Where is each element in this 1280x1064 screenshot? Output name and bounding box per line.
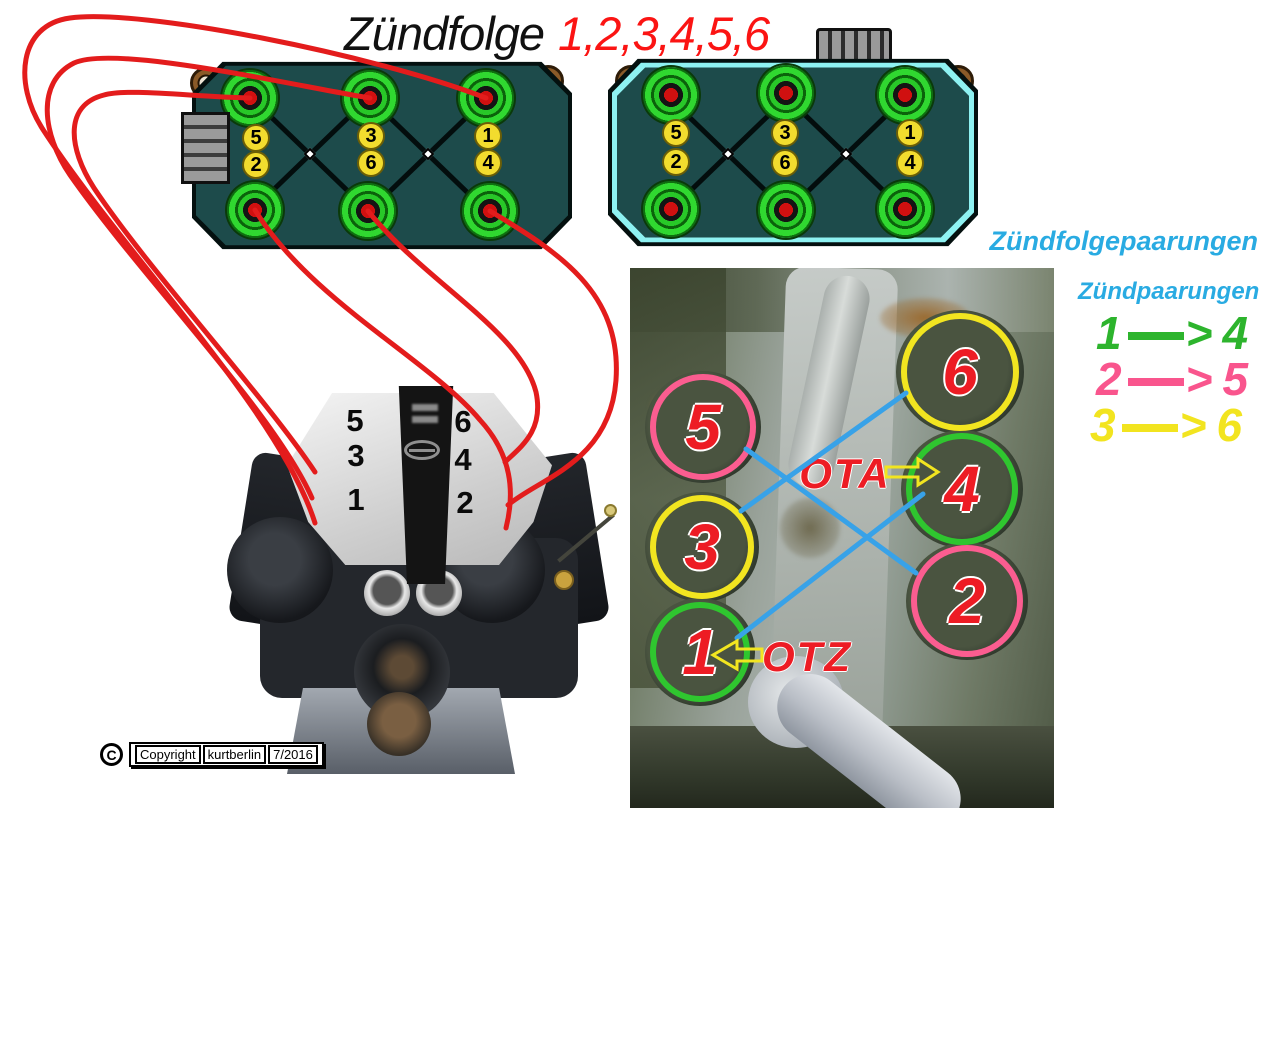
dipstick-handle	[604, 504, 617, 517]
sensor-fitting	[554, 570, 574, 590]
cylinder-marker-6: 6	[901, 313, 1019, 431]
title-word: Zündfolge	[344, 7, 545, 60]
cylinder-number-badge: 1	[474, 122, 502, 150]
spark-terminal	[340, 183, 396, 239]
copyright-word: Copyright	[135, 745, 201, 764]
pairing-arrow-head: >	[1185, 307, 1213, 359]
cylinder-number: 3	[684, 511, 720, 583]
crank-pulley-small	[367, 692, 431, 756]
cylinder-number-badge: 1	[896, 119, 924, 147]
cylinder-number-badge: 5	[242, 124, 270, 152]
pairing-row-1-4: 1 > 4	[1096, 310, 1248, 356]
cylinder-marker-5: 5	[650, 374, 756, 480]
copyright-date: 7/2016	[268, 745, 318, 764]
engine-badge	[412, 404, 438, 411]
cylinder-number-badge: 6	[357, 149, 385, 177]
coil-connector	[181, 112, 230, 184]
cylinder-number-badge: 3	[771, 119, 799, 147]
spark-terminal	[643, 67, 699, 123]
title-firing-order: 1,2,3,4,5,6	[558, 7, 770, 60]
spark-terminal	[227, 182, 283, 238]
cylinder-number-badge: 3	[357, 122, 385, 150]
pairing-from: 3	[1090, 399, 1116, 451]
spark-terminal	[643, 181, 699, 237]
spark-terminal	[458, 70, 514, 126]
heading-zuendpaarungen: Zündpaarungen	[1078, 278, 1260, 305]
engine-front-photo: 5 3 1 6 4 2	[227, 386, 617, 780]
pairing-to: 6	[1216, 399, 1243, 451]
pairing-arrow-head: >	[1185, 353, 1213, 405]
pairing-row-2-5: 2 > 5	[1096, 356, 1248, 402]
pairing-to: 4	[1222, 307, 1249, 359]
throttle-tube	[364, 570, 410, 616]
cylinder-marker-1: 1	[650, 602, 750, 702]
pairing-from: 2	[1096, 353, 1122, 405]
cylinder-number-badge: 6	[771, 149, 799, 177]
coil-pack-left: 5 2 3 6 1 4	[190, 58, 572, 253]
bank-label: 2	[456, 485, 474, 520]
spark-terminal	[877, 67, 933, 123]
cylinder-marker-2: 2	[911, 545, 1023, 657]
cylinder-number: 4	[944, 453, 980, 525]
spark-terminal	[222, 70, 278, 126]
photo-detail	[780, 498, 840, 558]
cylinder-number-badge: 4	[474, 149, 502, 177]
copyright-author: kurtberlin	[202, 745, 267, 764]
engine-badge	[412, 416, 438, 423]
cylinder-number-badge: 2	[662, 148, 690, 176]
cylinder-marker-3: 3	[650, 495, 754, 599]
bank-label: 6	[454, 404, 472, 439]
cylinder-number: 2	[949, 565, 985, 637]
spark-terminal	[758, 182, 814, 238]
pairing-to: 5	[1222, 353, 1249, 405]
pairing-arrow-shaft	[1121, 424, 1178, 432]
engine-block-photo: 1 2 3 4 5 6 OTA OTZ	[630, 268, 1054, 808]
cylinder-number: 5	[685, 391, 721, 463]
heading-zuendfolgepaarungen: Zündfolgepaarungen	[989, 226, 1258, 256]
pairing-from: 1	[1096, 307, 1122, 359]
spark-terminal	[877, 181, 933, 237]
cylinder-number-badge: 2	[242, 151, 270, 179]
pairing-row-3-6: 3 > 6	[1090, 402, 1242, 448]
cylinder-number-badge: 5	[662, 119, 690, 147]
pairing-arrow-shaft	[1127, 332, 1184, 340]
cam-cover	[227, 517, 333, 623]
opel-logo-icon	[404, 440, 440, 460]
spark-terminal	[758, 65, 814, 121]
otz-label: OTZ	[762, 633, 852, 680]
cylinder-number-badge: 4	[896, 149, 924, 177]
bank-label: 4	[454, 442, 472, 477]
bank-label: 3	[347, 438, 365, 473]
cylinder-number: 1	[682, 616, 718, 688]
cylinder-number: 6	[942, 336, 978, 408]
bank-label: 1	[347, 482, 365, 517]
pairing-arrow-head: >	[1179, 399, 1207, 451]
cylinder-marker-4: 4	[906, 433, 1018, 545]
ota-label: OTA	[799, 450, 891, 497]
coil-pack-right: 5 2 3 6 1 4	[608, 55, 978, 250]
spark-terminal	[462, 183, 518, 239]
spark-terminal	[342, 70, 398, 126]
copyright-symbol: C	[100, 743, 123, 766]
copyright-box: Copyright kurtberlin 7/2016	[129, 742, 324, 767]
pairing-arrow-shaft	[1127, 378, 1184, 386]
bank-label: 5	[346, 403, 364, 438]
